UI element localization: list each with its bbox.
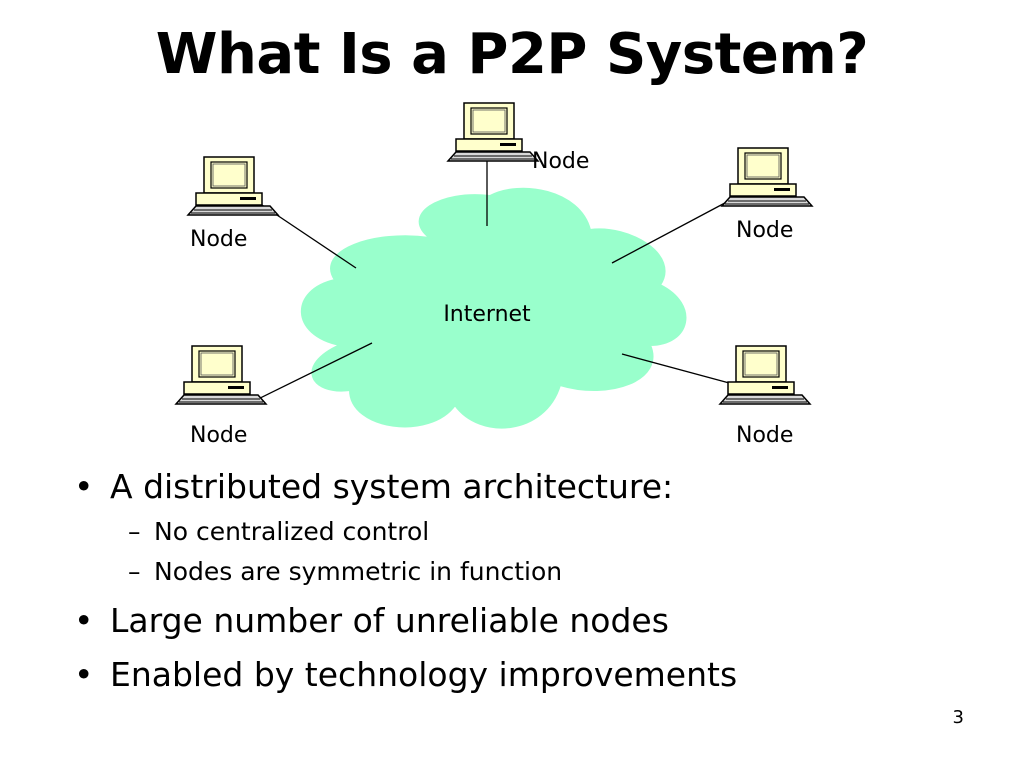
link-bottom-right	[621, 353, 745, 388]
node-label-top: Node	[532, 149, 589, 174]
computer-bottom-left-icon	[175, 345, 267, 405]
slide-title: What Is a P2P System?	[155, 22, 869, 87]
node-label-bottom-left: Node	[190, 423, 247, 448]
sub-bullet-item: – No centralized control	[70, 515, 970, 549]
bullet-list: • A distributed system architecture: – N…	[70, 465, 970, 707]
bullet-item: • A distributed system architecture:	[70, 465, 970, 509]
bullet-item: • Large number of unreliable nodes	[70, 599, 970, 643]
computer-bottom-right-icon	[719, 345, 811, 405]
node-label-top-right: Node	[736, 218, 793, 243]
sub-bullet-text: Nodes are symmetric in function	[154, 557, 563, 586]
sub-bullet-glyph: –	[128, 517, 141, 546]
computer-top-icon	[447, 102, 539, 162]
bullet-glyph: •	[74, 601, 94, 640]
link-top-right	[611, 195, 739, 264]
internet-cloud	[300, 187, 687, 429]
bullet-glyph: •	[74, 655, 94, 694]
bullet-glyph: •	[74, 467, 94, 506]
bullet-text: Large number of unreliable nodes	[110, 601, 669, 640]
sub-bullet-item: – Nodes are symmetric in function	[70, 555, 970, 589]
computer-top-right-icon	[721, 147, 813, 207]
p2p-network-diagram: Node Node Node Node Node Internet	[175, 102, 813, 448]
page-number: 3	[952, 707, 964, 728]
computer-top-left-icon	[187, 156, 279, 216]
bullet-item: • Enabled by technology improvements	[70, 653, 970, 697]
internet-label: Internet	[443, 302, 531, 327]
bullet-text: Enabled by technology improvements	[110, 655, 738, 694]
sub-bullet-text: No centralized control	[154, 517, 430, 546]
node-label-top-left: Node	[190, 227, 247, 252]
node-label-bottom-right: Node	[736, 423, 793, 448]
bullet-text: A distributed system architecture:	[110, 467, 674, 506]
link-bottom-left	[247, 342, 373, 405]
sub-bullet-glyph: –	[128, 557, 141, 586]
